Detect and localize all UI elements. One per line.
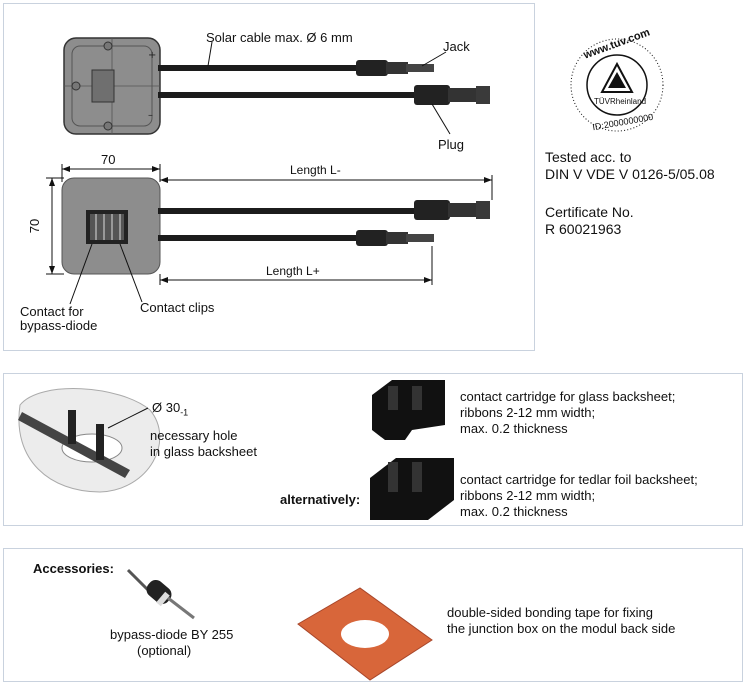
length-plus-label: Length L+: [266, 264, 320, 278]
diode-line-2: (optional): [137, 643, 192, 658]
hole-line-2: in glass backsheet: [150, 444, 257, 459]
diameter-label: Ø 30-1: [152, 400, 188, 421]
tested-line-1: Tested acc. to: [545, 149, 632, 165]
certificate-line-1: Certificate No.: [545, 204, 634, 220]
diameter-value: Ø 30: [152, 400, 181, 415]
glass-cartridge-line-2: ribbons 2-12 mm width;: [460, 405, 596, 420]
tuv-logo: [570, 38, 664, 132]
diode-drawing: [126, 568, 195, 620]
diode-line-1: bypass-diode BY 255: [110, 627, 234, 642]
contact-bypass-label: Contact for: [20, 304, 84, 319]
certificate-line-2: R 60021963: [545, 221, 622, 237]
junction-box-front: + –: [63, 37, 161, 135]
plug-label: Plug: [438, 137, 465, 152]
svg-text:+: +: [148, 50, 156, 61]
tedlar-cartridge-drawing: [370, 458, 454, 520]
tuv-brand: TÜVRheinland: [594, 97, 647, 106]
bonding-tape-drawing: [297, 587, 433, 681]
dimension-lines: [46, 164, 493, 305]
dim-height-label: 70: [27, 218, 43, 234]
glass-cartridge-line-3: max. 0.2 thickness: [460, 421, 568, 436]
tedlar-cartridge-line-1: contact cartridge for tedlar foil backsh…: [460, 472, 698, 487]
svg-text:–: –: [148, 110, 153, 121]
contact-clips-label: Contact clips: [140, 300, 215, 315]
tedlar-cartridge-line-3: max. 0.2 thickness: [460, 504, 568, 519]
length-minus-label: Length L-: [290, 163, 341, 177]
tape-line-1: double-sided bonding tape for fixing: [447, 605, 653, 620]
hole-line-1: necessary hole: [150, 428, 238, 443]
tested-line-2: DIN V VDE V 0126-5/05.08: [545, 166, 715, 182]
tape-line-2: the junction box on the modul back side: [447, 621, 676, 636]
glass-cartridge-line-1: contact cartridge for glass backsheet;: [460, 389, 676, 404]
bottom-panel: [3, 548, 743, 682]
dim-width-label: 70: [101, 152, 116, 167]
middle-panel: [3, 373, 743, 526]
dimension-arrows: [49, 166, 492, 283]
solar-cable-label: Solar cable max. Ø 6 mm: [206, 30, 353, 45]
junction-box-back: [61, 177, 161, 275]
diameter-subscript: -1: [180, 407, 189, 418]
tedlar-cartridge-line-2: ribbons 2-12 mm width;: [460, 488, 596, 503]
cables-bottom: [158, 200, 490, 246]
glass-cartridge-drawing: [372, 380, 445, 440]
accessories-title: Accessories:: [33, 561, 114, 576]
alternatively-label: alternatively:: [280, 492, 361, 507]
cables-top: [158, 60, 490, 105]
jack-label: Jack: [443, 39, 470, 54]
backsheet-hole-drawing: [18, 388, 161, 493]
contact-bypass-label-2: bypass-diode: [20, 318, 98, 333]
